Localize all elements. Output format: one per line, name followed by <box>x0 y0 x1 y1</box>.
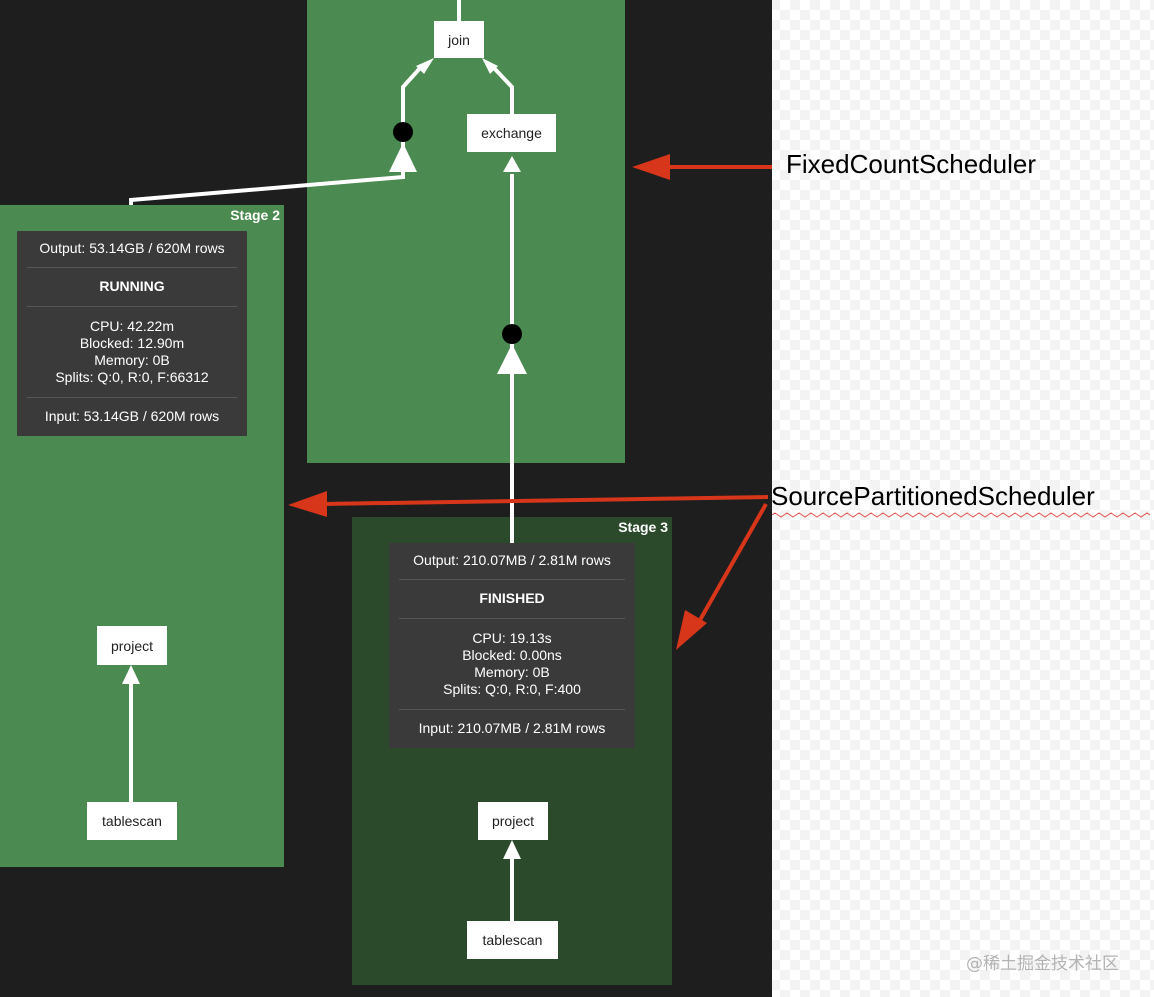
spellcheck-underline <box>772 512 1150 518</box>
plan-edges <box>122 0 527 921</box>
fixed-count-scheduler-label: FixedCountScheduler <box>786 149 1037 179</box>
stage-3-tablescan-node[interactable]: tablescan <box>467 921 558 959</box>
stage-2-output: Output: 53.14GB / 620M rows <box>39 240 225 256</box>
arrow-source-stage2-head <box>288 491 327 517</box>
stage-3-splits: Splits: Q:0, R:0, F:400 <box>443 681 581 697</box>
arrowhead-stage2-exit <box>389 143 417 172</box>
source-partitioned-scheduler-label: SourcePartitionedScheduler <box>771 481 1095 511</box>
stage-2-blocked: Blocked: 12.90m <box>79 335 185 351</box>
stage-2-memory: Memory: 0B <box>94 352 170 368</box>
arrow-source-stage3-line <box>698 503 768 621</box>
stage-3-input: Input: 210.07MB / 2.81M rows <box>418 720 606 736</box>
stage-3-label: Stage 3 <box>618 519 668 535</box>
stage-3-info-panel: Output: 210.07MB / 2.81M rows FINISHED C… <box>389 543 635 748</box>
stage-2-splits: Splits: Q:0, R:0, F:66312 <box>55 369 209 385</box>
edge-exchange-to-join <box>491 65 514 114</box>
stage-3-blocked: Blocked: 0.00ns <box>462 647 562 663</box>
arrow-fixed-head <box>632 154 670 180</box>
arrowhead-join-left <box>416 58 434 74</box>
stage-2-tablescan-node[interactable]: tablescan <box>87 802 177 840</box>
stage-3-cpu: CPU: 19.13s <box>472 630 552 646</box>
stage-3-status: FINISHED <box>479 590 545 606</box>
stage-2-info-panel: Output: 53.14GB / 620M rows RUNNING CPU:… <box>17 231 247 436</box>
stage-2-status: RUNNING <box>99 278 165 294</box>
exchange-node[interactable]: exchange <box>467 114 556 152</box>
arrow-source-stage2-line <box>321 495 769 506</box>
stage-2-project-node[interactable]: project <box>97 626 167 665</box>
stage-top[interactable] <box>307 0 625 463</box>
watermark: @稀土掘金技术社区 <box>966 954 1119 974</box>
arrowhead-exchange <box>503 156 521 172</box>
stage-3-output: Output: 210.07MB / 2.81M rows <box>413 552 611 568</box>
arrowhead-stage3-exit <box>497 344 527 374</box>
arrowhead-s2-project <box>122 665 140 684</box>
stage-2-label: Stage 2 <box>230 207 280 223</box>
stage-3-memory: Memory: 0B <box>474 664 550 680</box>
arrowhead-join-right <box>482 58 498 74</box>
join-node[interactable]: join <box>434 21 484 58</box>
exchange-dot-right <box>502 324 522 344</box>
stage-3-project-node[interactable]: project <box>478 802 548 840</box>
stage-2-cpu: CPU: 42.22m <box>89 318 175 334</box>
arrowhead-s3-project <box>503 840 521 859</box>
stage-2-input: Input: 53.14GB / 620M rows <box>44 408 220 424</box>
edge-stage2-to-join <box>129 65 423 205</box>
arrow-source-stage3-head <box>676 610 707 650</box>
exchange-dot-left <box>393 122 413 142</box>
